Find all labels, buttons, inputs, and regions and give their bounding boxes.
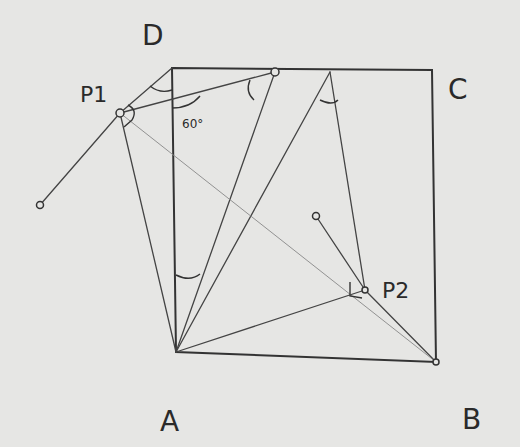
- angle-arc: [172, 96, 200, 108]
- segment: [330, 72, 365, 290]
- angle-arc: [150, 86, 172, 91]
- vertex-label: B: [462, 406, 481, 434]
- point: [362, 287, 368, 293]
- point: [116, 109, 124, 117]
- right-angle-mark: [124, 105, 134, 127]
- point-label: P1: [80, 84, 107, 106]
- vertex-label: D: [142, 22, 164, 50]
- angle-arc: [176, 274, 200, 278]
- segment: [120, 113, 176, 352]
- segment: [176, 290, 365, 352]
- right-angle-mark: [350, 282, 362, 298]
- segment: [120, 72, 275, 113]
- segment: [40, 113, 120, 205]
- square: [172, 68, 436, 362]
- point: [37, 202, 44, 209]
- angle-label: 60°: [182, 118, 203, 130]
- angle-arc: [320, 100, 338, 103]
- vertex-label: A: [160, 408, 179, 436]
- point-label: P2: [382, 280, 409, 302]
- faint-segment: [120, 113, 436, 362]
- angle-arc: [248, 80, 254, 100]
- segment: [176, 72, 275, 352]
- vertex-label: C: [448, 76, 468, 104]
- point: [433, 359, 439, 365]
- segment: [316, 216, 365, 290]
- point: [313, 213, 320, 220]
- segment: [176, 72, 330, 352]
- point: [271, 68, 279, 76]
